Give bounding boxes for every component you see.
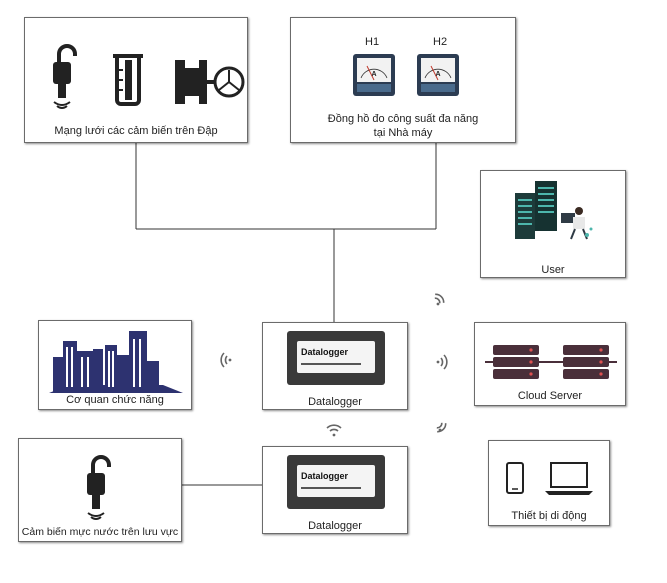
user-label: User (541, 264, 565, 276)
datalogger-main-device-icon: Datalogger (287, 331, 385, 385)
water-sensor-box: Cảm biến mực nước trên lưu vực (18, 438, 182, 542)
cloud-server-box: Cloud Server (474, 322, 626, 406)
beaker-sensor-icon (113, 54, 143, 106)
ammeter-h2-unit: A (435, 71, 440, 78)
power-meter-label-line2: tại Nhà máy (373, 127, 433, 139)
meter-h1-label: H1 (365, 36, 380, 48)
phone-icon (506, 462, 524, 494)
server-rack-icon (515, 181, 557, 239)
level-sensor-icon (53, 44, 77, 109)
ammeter-h2-icon: A (417, 54, 459, 96)
person-at-desk-icon (561, 207, 593, 240)
cloud-server-label: Cloud Server (517, 390, 583, 402)
datalogger-secondary-device-icon: Datalogger (287, 455, 385, 509)
user-box: User (480, 170, 626, 278)
wifi-icon-secondary-link (326, 424, 342, 437)
datalogger-main-label: Datalogger (308, 396, 362, 408)
user-server-illustration (515, 181, 593, 240)
dam-sensors-illustration (53, 44, 245, 109)
meter-h2-label: H2 (433, 36, 448, 48)
wifi-icon-user-link (434, 293, 445, 306)
water-level-sensor-icon (87, 455, 111, 520)
ammeter-h1-unit: A (371, 71, 376, 78)
wifi-icon-cloud-link (436, 354, 448, 370)
agency-box: Cơ quan chức năng (38, 320, 192, 410)
water-sensor-label: Cảm biến mực nước trên lưu vực (21, 526, 179, 538)
dam-sensor-network-label: Mạng lưới các cảm biến trên Đập (54, 125, 218, 137)
datalogger-secondary-box: Datalogger Datalogger (262, 446, 408, 534)
datalogger-secondary-label: Datalogger (308, 520, 362, 532)
dam-sensor-network-box: Mạng lưới các cảm biến trên Đập (24, 17, 248, 143)
cloud-servers-icon (485, 345, 617, 379)
wifi-icon-mobile-link (436, 422, 447, 433)
flow-valve-icon (175, 60, 245, 104)
mobile-devices-box: Thiết bị di động (488, 440, 610, 526)
datalogger-main-device-text: Datalogger (301, 347, 349, 357)
wifi-icon-agency-link (220, 352, 232, 368)
mobile-devices-illustration (506, 462, 593, 495)
mobile-devices-label: Thiết bị di động (511, 510, 587, 522)
city-buildings-icon (49, 331, 183, 393)
datalogger-secondary-device-text: Datalogger (301, 471, 349, 481)
power-meter-box: H1 H2 A A Đồng hồ đo công suất đa năng t… (290, 17, 516, 143)
power-meter-label-line1: Đồng hồ đo công suất đa năng (327, 113, 479, 125)
agency-label: Cơ quan chức năng (66, 394, 164, 406)
laptop-icon (545, 462, 593, 495)
ammeter-h1-icon: A (353, 54, 395, 96)
datalogger-main-box: Datalogger Datalogger (262, 322, 408, 410)
